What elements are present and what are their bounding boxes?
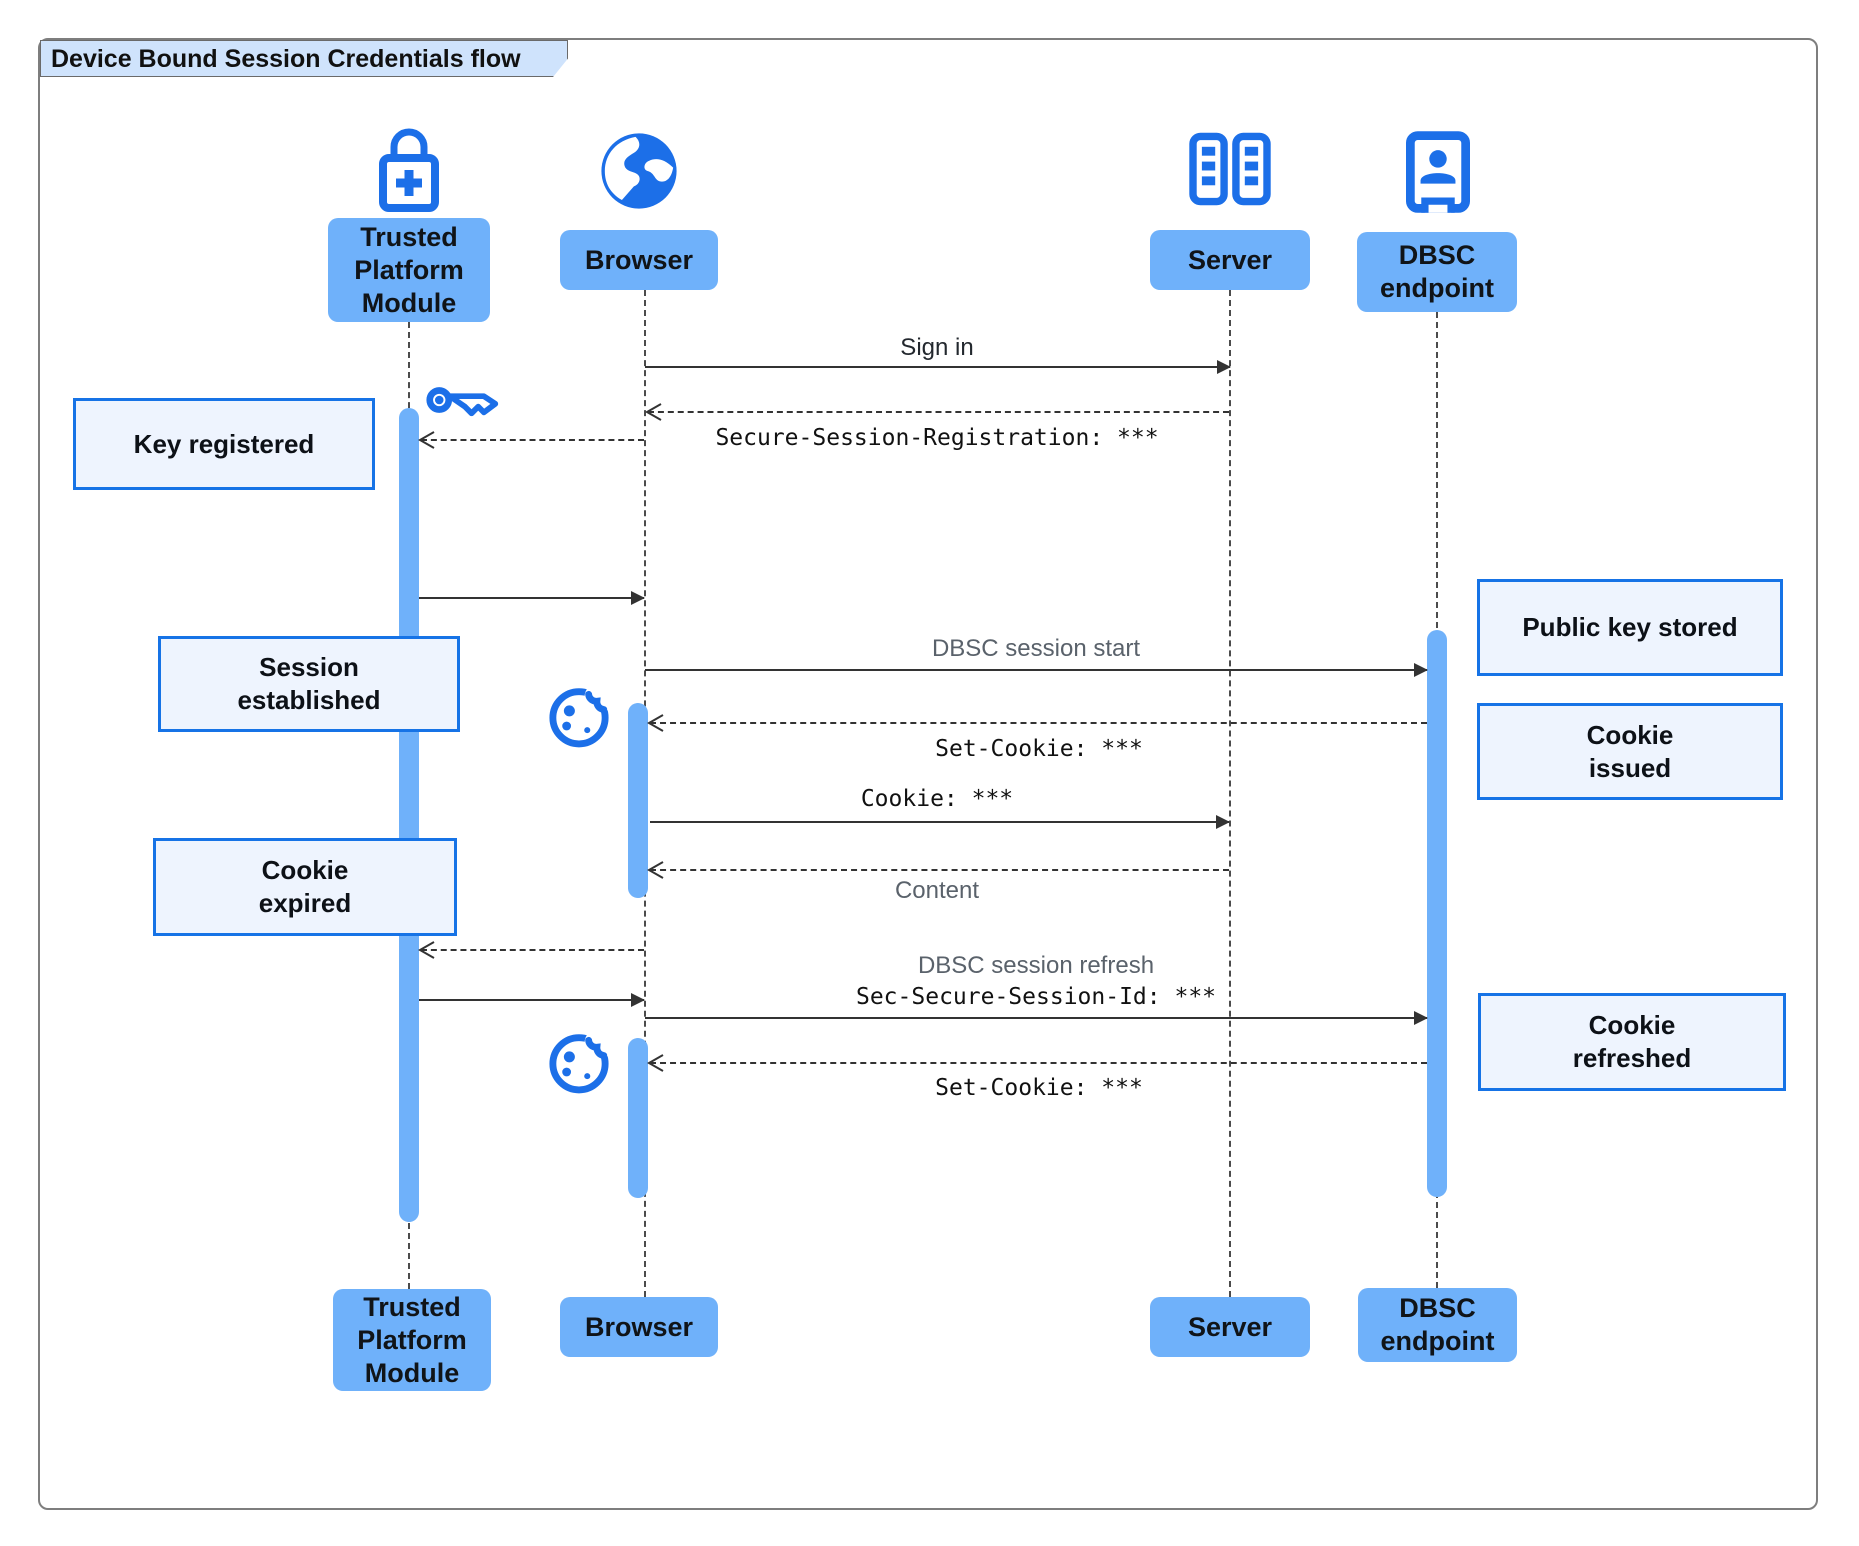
- arrow-set-cookie-2: [646, 1054, 1427, 1072]
- arrow-browser-to-tpm-register: [417, 431, 644, 449]
- label-set-cookie-1: Set-Cookie: ***: [935, 736, 1143, 762]
- note-key-registered: Key registered: [73, 398, 375, 490]
- note-session-established: Session established: [158, 636, 460, 732]
- participant-server-bottom: Server: [1150, 1297, 1310, 1357]
- label-sign-in: Sign in: [900, 334, 974, 361]
- note-cookie-refreshed: Cookie refreshed: [1478, 993, 1786, 1091]
- label-dbsc-session-refresh: DBSC session refresh: [917, 952, 1155, 979]
- kiosk-person-icon: [1406, 131, 1470, 218]
- activation-bar-tpm: [399, 408, 419, 1222]
- participant-browser-bottom: Browser: [560, 1297, 718, 1357]
- note-public-key-stored: Public key stored: [1477, 579, 1783, 676]
- diagram-border: [38, 38, 1818, 1510]
- arrow-content: [646, 861, 1229, 879]
- globe-icon: [598, 130, 680, 217]
- participant-dbsc-top: DBSC endpoint: [1357, 232, 1517, 312]
- participant-dbsc-bottom: DBSC endpoint: [1358, 1288, 1517, 1362]
- cookie-icon: [546, 681, 615, 754]
- cookie-icon: [546, 1027, 615, 1100]
- key-icon: [424, 381, 502, 424]
- server-racks-icon: [1188, 132, 1272, 211]
- note-cookie-issued: Cookie issued: [1477, 703, 1783, 800]
- lifeline-server: [1229, 290, 1231, 1297]
- arrow-browser-to-tpm-refresh: [417, 941, 644, 959]
- label-dbsc-session-start: DBSC session start: [931, 635, 1141, 662]
- lock-plus-icon: [377, 127, 441, 218]
- arrow-sign-in: [645, 360, 1231, 374]
- arrow-dbsc-session-refresh: [645, 1011, 1428, 1025]
- label-secure-session-registration: Secure-Session-Registration: ***: [715, 425, 1159, 451]
- diagram-title: Device Bound Session Credentials flow: [40, 40, 568, 77]
- arrow-dbsc-session-start: [645, 663, 1428, 677]
- participant-server-top: Server: [1150, 230, 1310, 290]
- note-cookie-expired: Cookie expired: [153, 838, 457, 936]
- activation-bar-browser-1: [628, 703, 648, 898]
- participant-tpm-bottom: Trusted Platform Module: [333, 1289, 491, 1391]
- participant-browser-top: Browser: [560, 230, 718, 290]
- arrow-secure-session-registration: [644, 403, 1229, 421]
- label-set-cookie-2: Set-Cookie: ***: [935, 1075, 1143, 1101]
- arrow-tpm-to-browser-key: [419, 591, 645, 605]
- arrow-cookie: [650, 815, 1230, 829]
- arrow-tpm-to-browser-proof: [419, 993, 645, 1007]
- activation-bar-dbsc: [1427, 630, 1447, 1197]
- arrow-set-cookie-1: [646, 714, 1427, 732]
- label-content: Content: [894, 877, 980, 904]
- label-cookie: Cookie: ***: [860, 786, 1014, 812]
- participant-tpm-top: Trusted Platform Module: [328, 218, 490, 322]
- label-sec-secure-session-id: Sec-Secure-Session-Id: ***: [855, 984, 1217, 1010]
- activation-bar-browser-2: [628, 1038, 648, 1198]
